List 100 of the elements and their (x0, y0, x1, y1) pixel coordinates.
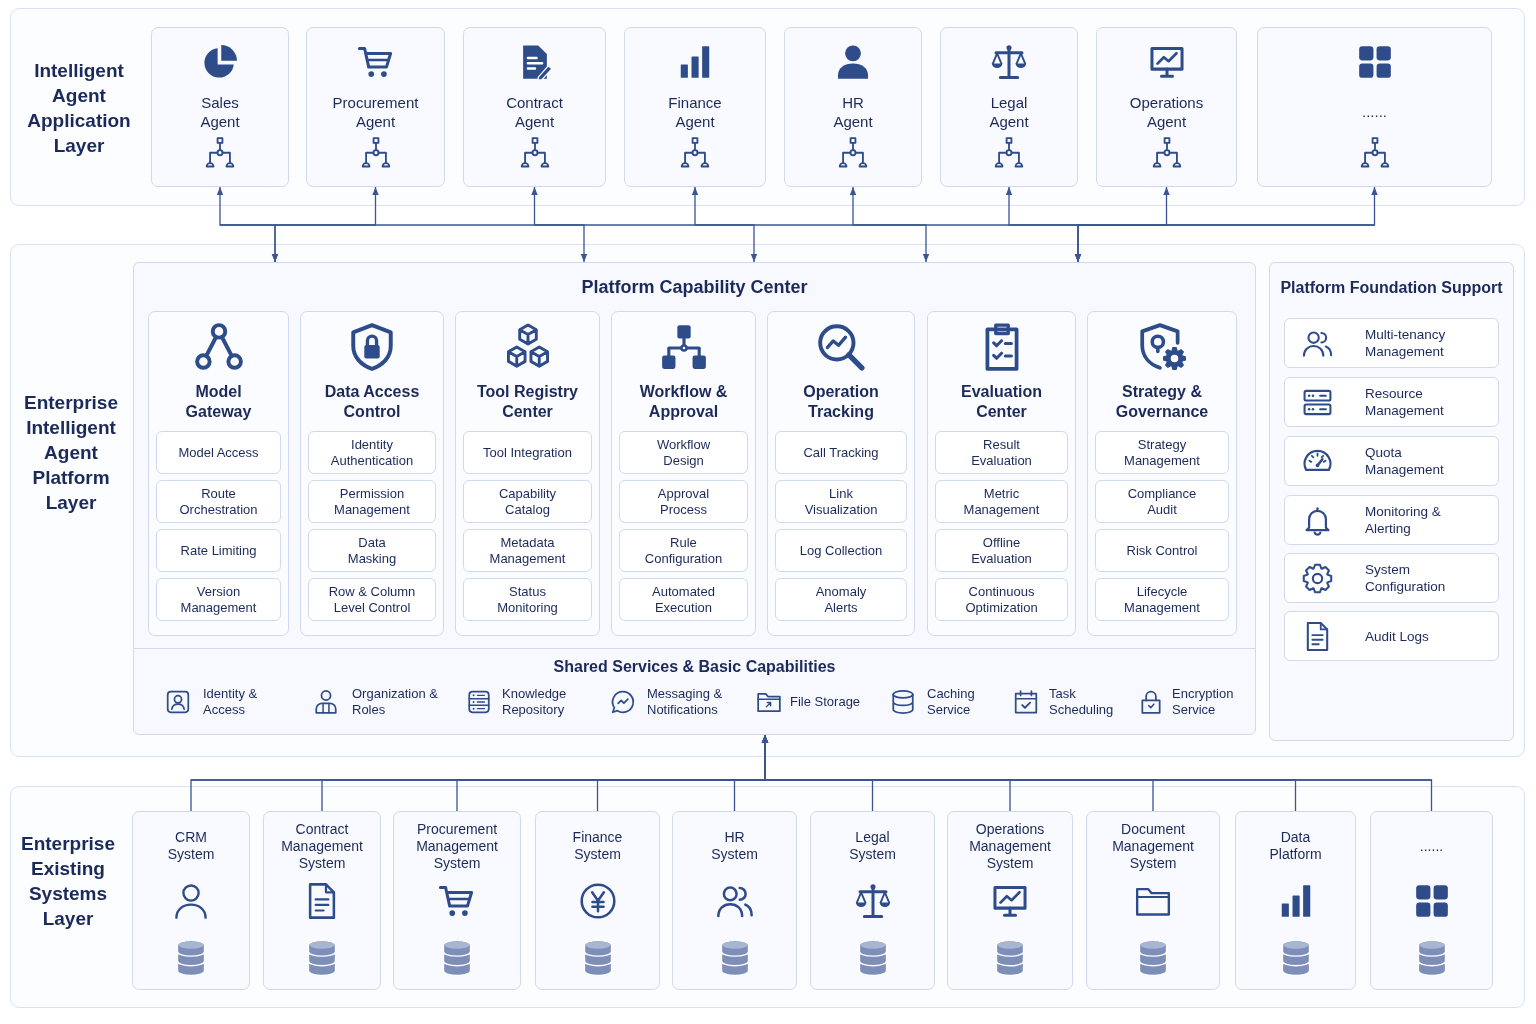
system-card (947, 811, 1073, 990)
support-label: Resource Management (1365, 385, 1444, 419)
feature-tile: Tool Integration (463, 431, 592, 474)
agent-card (306, 27, 445, 187)
module-card (148, 311, 289, 636)
bus-line (190, 779, 1433, 781)
feature-tile: Result Evaluation (935, 431, 1068, 474)
support-label: System Configuration (1365, 561, 1446, 595)
connector-arrow (531, 186, 588, 263)
feature-tile: Route Orchestration (156, 480, 281, 523)
layer-title: Enterprise Intelligent Agent Platform Layer (24, 390, 118, 515)
feature-tile: Continuous Optimization (935, 578, 1068, 621)
agent-card (784, 27, 922, 187)
agent-name: Finance Agent (668, 92, 722, 131)
module-title: Strategy & Governance (1114, 382, 1210, 422)
feature-tile: Risk Control (1095, 529, 1229, 572)
feature-tile: Data Masking (308, 529, 436, 572)
feature-tile: Version Management (156, 578, 281, 621)
feature-tile: Permission Management (308, 480, 436, 523)
feature-tile: Metadata Management (463, 529, 592, 572)
panel-title: Platform Foundation Support (1280, 278, 1503, 298)
capability-panel (133, 262, 1256, 649)
feature-tile: Offline Evaluation (935, 529, 1068, 572)
feature-tile: Model Access (156, 431, 281, 474)
module-card (611, 311, 756, 636)
feature-tile: Metric Management (935, 480, 1068, 523)
module-title: Evaluation Center (961, 382, 1042, 422)
feature-tile: Approval Process (619, 480, 748, 523)
support-item-card (1284, 377, 1499, 427)
feature-tile: Strategy Management (1095, 431, 1229, 474)
feature-tile: Link Visualization (775, 480, 907, 523)
module-card (455, 311, 600, 636)
feature-tile: Capability Catalog (463, 480, 592, 523)
feature-tile: Status Monitoring (463, 578, 592, 621)
service-name: Knowledge Repository (502, 686, 567, 718)
panel-title: Platform Capability Center (581, 276, 808, 299)
layer-panel (10, 786, 1525, 1008)
agent-name: Procurement Agent (332, 92, 419, 131)
system-name: Operations Management System (969, 820, 1051, 872)
support-item-card (1284, 495, 1499, 545)
support-item-card (1284, 318, 1499, 368)
system-card (672, 811, 797, 990)
service-name: File Storage (790, 694, 861, 710)
support-item-card (1284, 436, 1499, 486)
system-name: ...... (1419, 837, 1444, 855)
system-name: Document Management System (1112, 820, 1194, 872)
system-card (1086, 811, 1220, 990)
layer-panel (10, 8, 1525, 206)
module-title: Operation Tracking (803, 382, 879, 422)
agent-name: Contract Agent (506, 92, 563, 131)
module-title: Tool Registry Center (475, 382, 579, 422)
feature-tile: Lifecycle Management (1095, 578, 1229, 621)
system-name: Data Platform (1269, 829, 1322, 863)
agent-name: HR Agent (833, 92, 873, 131)
connector-arrow (761, 734, 1433, 812)
module-card (927, 311, 1076, 636)
module-card (767, 311, 915, 636)
agent-name: Sales Agent (200, 92, 240, 131)
feature-tile: Compliance Audit (1095, 480, 1229, 523)
system-card (1235, 811, 1356, 990)
feature-tile: Identity Authentication (308, 431, 436, 474)
agent-card (463, 27, 606, 187)
system-card (132, 811, 250, 990)
services-panel (133, 648, 1256, 735)
service-name: Organization & Roles (352, 686, 439, 718)
connector-arrow (691, 186, 758, 263)
agent-name: Legal Agent (989, 92, 1029, 131)
connector-arrow (1074, 186, 1378, 263)
module-title: Model Gateway (185, 382, 252, 422)
feature-tile: Call Tracking (775, 431, 907, 474)
support-item-card (1284, 553, 1499, 603)
system-name: Procurement Management System (416, 820, 498, 872)
support-label: Monitoring & Alerting (1365, 503, 1442, 537)
agent-card (1257, 27, 1492, 187)
module-title: Workflow & Approval (638, 382, 729, 422)
support-label: Audit Logs (1365, 627, 1429, 645)
agent-card (151, 27, 289, 187)
system-card (263, 811, 381, 990)
agent-card (1096, 27, 1237, 187)
layer-title: Intelligent Agent Application Layer (27, 59, 131, 158)
module-card (300, 311, 444, 636)
layer-panel (10, 244, 1525, 757)
feature-tile: Log Collection (775, 529, 907, 572)
bus-line (219, 224, 1376, 226)
support-label: Multi-tenancy Management (1365, 326, 1447, 360)
panel-title: Shared Services & Basic Capabilities (553, 657, 836, 677)
system-card (810, 811, 935, 990)
module-card (1087, 311, 1237, 636)
agent-name: Operations Agent (1129, 92, 1204, 131)
agent-card (940, 27, 1078, 187)
feature-tile: Anomaly Alerts (775, 578, 907, 621)
service-name: Encryption Service (1172, 686, 1234, 718)
feature-tile: Workflow Design (619, 431, 748, 474)
system-name: Contract Management System (281, 820, 363, 872)
support-panel (1269, 262, 1514, 741)
system-card (535, 811, 660, 990)
layer-title: Enterprise Existing Systems Layer (21, 832, 115, 931)
feature-tile: Rate Limiting (156, 529, 281, 572)
agent-card (624, 27, 766, 187)
service-name: Messaging & Notifications (647, 686, 724, 718)
